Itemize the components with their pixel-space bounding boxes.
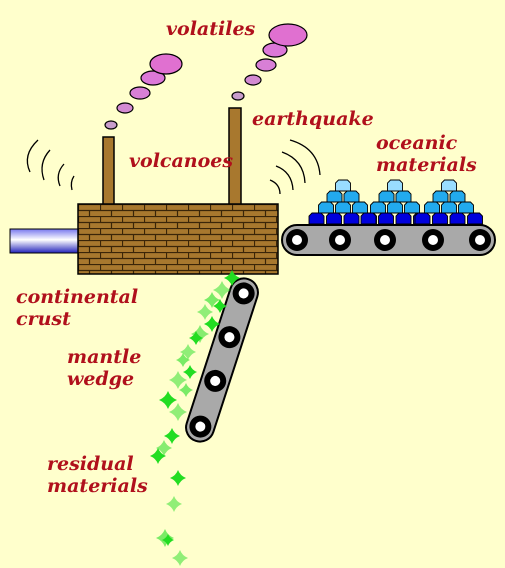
chimney-icon xyxy=(102,136,115,206)
block-tile xyxy=(335,201,351,214)
block-tile xyxy=(432,190,449,203)
pipe-icon xyxy=(9,228,81,254)
block-tile xyxy=(449,212,466,225)
block-tile xyxy=(352,201,368,214)
crystal xyxy=(183,365,197,379)
conveyor-belt-icon xyxy=(185,277,259,443)
crystal xyxy=(159,391,177,409)
block-tile xyxy=(441,179,457,192)
block-stack xyxy=(414,179,483,225)
mantle-line2: wedge xyxy=(67,368,135,390)
block-tile xyxy=(449,190,466,203)
crystal xyxy=(166,496,182,512)
crystal xyxy=(176,353,190,367)
continental-crust-label: continental crust xyxy=(16,286,138,330)
smoke-puff-icon xyxy=(104,53,183,130)
block-tile xyxy=(370,201,386,214)
crystal xyxy=(213,299,227,313)
block-tile xyxy=(343,190,360,203)
crystal xyxy=(191,325,209,343)
roller-icon xyxy=(286,229,308,251)
roller-icon xyxy=(422,229,444,251)
block-tile xyxy=(404,201,420,214)
block-tile xyxy=(308,212,325,225)
oceanic-materials-label: oceanic materials xyxy=(376,132,477,176)
crystal xyxy=(172,550,188,566)
smoke-puff-icon xyxy=(231,23,308,101)
shake-arc-icon xyxy=(269,139,321,195)
oceanic-line1: oceanic xyxy=(376,132,458,154)
block-tile xyxy=(424,201,440,214)
block-tile xyxy=(378,190,395,203)
residual-materials-label: residual materials xyxy=(47,453,148,497)
block-tile xyxy=(432,212,448,225)
block-stack xyxy=(308,179,377,225)
block-tile xyxy=(335,179,351,192)
crystal xyxy=(150,448,166,464)
roller-icon xyxy=(189,415,212,438)
volcanoes-label: volcanoes xyxy=(129,150,234,172)
crystal xyxy=(164,428,180,444)
roller-icon xyxy=(329,229,351,251)
block-tile xyxy=(467,212,483,225)
crystal xyxy=(213,281,231,299)
crystal xyxy=(179,383,193,397)
brick-wall-icon xyxy=(77,203,279,275)
crystal xyxy=(169,403,187,421)
continental-line2: crust xyxy=(16,308,71,330)
crystal-icon xyxy=(150,270,240,566)
block-tile xyxy=(441,201,457,214)
block-tile xyxy=(387,179,403,192)
block-tile xyxy=(414,212,431,225)
crystal xyxy=(204,316,220,332)
earthquake-label: earthquake xyxy=(252,108,374,130)
block-tile xyxy=(395,212,412,225)
block-tile xyxy=(458,201,474,214)
crystal xyxy=(180,344,196,360)
block-tile xyxy=(360,212,377,225)
block-tile xyxy=(343,212,360,225)
block-tile xyxy=(326,190,343,203)
block-tile xyxy=(387,201,403,214)
roller-icon xyxy=(204,369,227,392)
oceanic-line2: materials xyxy=(376,154,477,176)
mantle-wedge-label: mantle wedge xyxy=(67,346,141,390)
continental-line1: continental xyxy=(16,286,139,308)
block-tile xyxy=(378,212,394,225)
volatiles-label: volatiles xyxy=(166,18,256,40)
block-stack-icon xyxy=(308,179,483,225)
roller-icon xyxy=(374,229,396,251)
mantle-line1: mantle xyxy=(67,346,142,368)
crystal xyxy=(224,270,240,286)
residual-line1: residual xyxy=(47,453,134,475)
shake-arc-icon xyxy=(26,139,75,191)
roller-icon xyxy=(218,326,241,349)
crystal xyxy=(204,292,220,308)
block-tile xyxy=(395,190,412,203)
crystal xyxy=(156,529,174,547)
crystal xyxy=(156,440,172,456)
roller-icon xyxy=(469,229,491,251)
crystal xyxy=(189,331,203,345)
crystal xyxy=(169,371,187,389)
crystal xyxy=(162,534,174,546)
conveyor-belt-icon xyxy=(281,224,496,256)
residual-line2: materials xyxy=(47,475,148,497)
roller-icon xyxy=(232,282,255,305)
crystal xyxy=(170,470,186,486)
block-tile xyxy=(318,201,334,214)
block-tile xyxy=(326,212,342,225)
crystal xyxy=(197,304,213,320)
block-stack xyxy=(360,179,429,225)
